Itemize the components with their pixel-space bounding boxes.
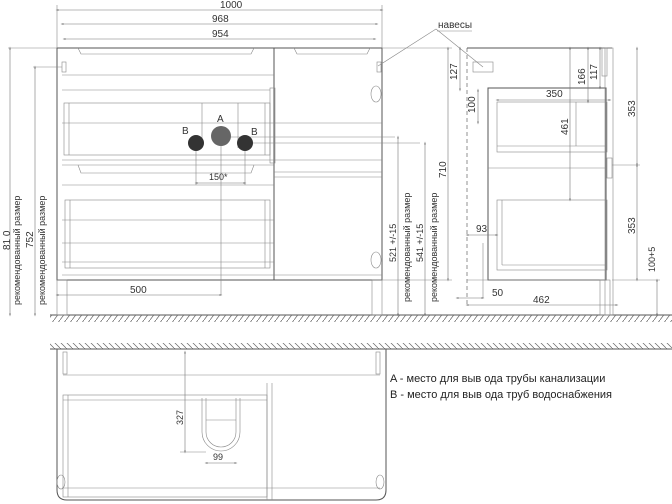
legend-a: A - место для выв ода трубы канализации xyxy=(390,373,605,385)
recommended-541: рекомендованный размер xyxy=(429,193,439,302)
dim-353-top: 353 xyxy=(627,100,638,117)
dim-127: 127 xyxy=(449,63,460,80)
legend-b: B - место для выв ода труб водоснабжения xyxy=(390,389,612,401)
label-pipe-a: A xyxy=(217,114,224,125)
floor-hatch xyxy=(50,314,672,322)
dim-954: 954 xyxy=(212,29,229,40)
plan-view xyxy=(50,343,672,501)
dim-353-bottom: 353 xyxy=(627,217,638,234)
dim-350: 350 xyxy=(546,89,563,100)
dim-752: 752 xyxy=(25,231,36,248)
dim-521: 521 +/-15 xyxy=(388,224,398,262)
recommended-521: рекомендованный размер xyxy=(402,193,412,302)
dim-541: 541 +/-15 xyxy=(415,224,425,262)
dim-100-plus-5: 100+5 xyxy=(647,247,657,272)
dim-1000: 1000 xyxy=(220,0,243,11)
dim-461: 461 xyxy=(560,118,571,135)
side-view xyxy=(466,47,614,316)
pipe-a xyxy=(211,126,231,146)
dim-710: 710 xyxy=(438,161,449,178)
front-view xyxy=(56,47,420,316)
dim-pipe-spacing: 150* xyxy=(209,172,228,182)
dim-327: 327 xyxy=(175,410,185,425)
dim-93: 93 xyxy=(476,224,488,235)
dim-117: 117 xyxy=(589,64,600,80)
dim-99: 99 xyxy=(213,452,223,462)
pipe-b-left xyxy=(188,135,204,151)
label-pipe-b-left: B xyxy=(182,126,189,137)
dim-968: 968 xyxy=(212,14,229,25)
recommended-752: рекомендованный размер xyxy=(37,196,47,305)
dim-100: 100 xyxy=(467,96,478,113)
dim-462: 462 xyxy=(533,295,550,306)
dim-50: 50 xyxy=(492,288,504,299)
dim-500: 500 xyxy=(130,285,147,296)
dim-810: 81 0 xyxy=(2,230,13,250)
label-pipe-b-right: B xyxy=(251,127,258,138)
pipe-b-right xyxy=(237,135,253,151)
recommended-810: рекомендованный размер xyxy=(12,196,22,305)
dim-166: 166 xyxy=(577,68,588,85)
hinges-label: навесы xyxy=(438,20,472,31)
